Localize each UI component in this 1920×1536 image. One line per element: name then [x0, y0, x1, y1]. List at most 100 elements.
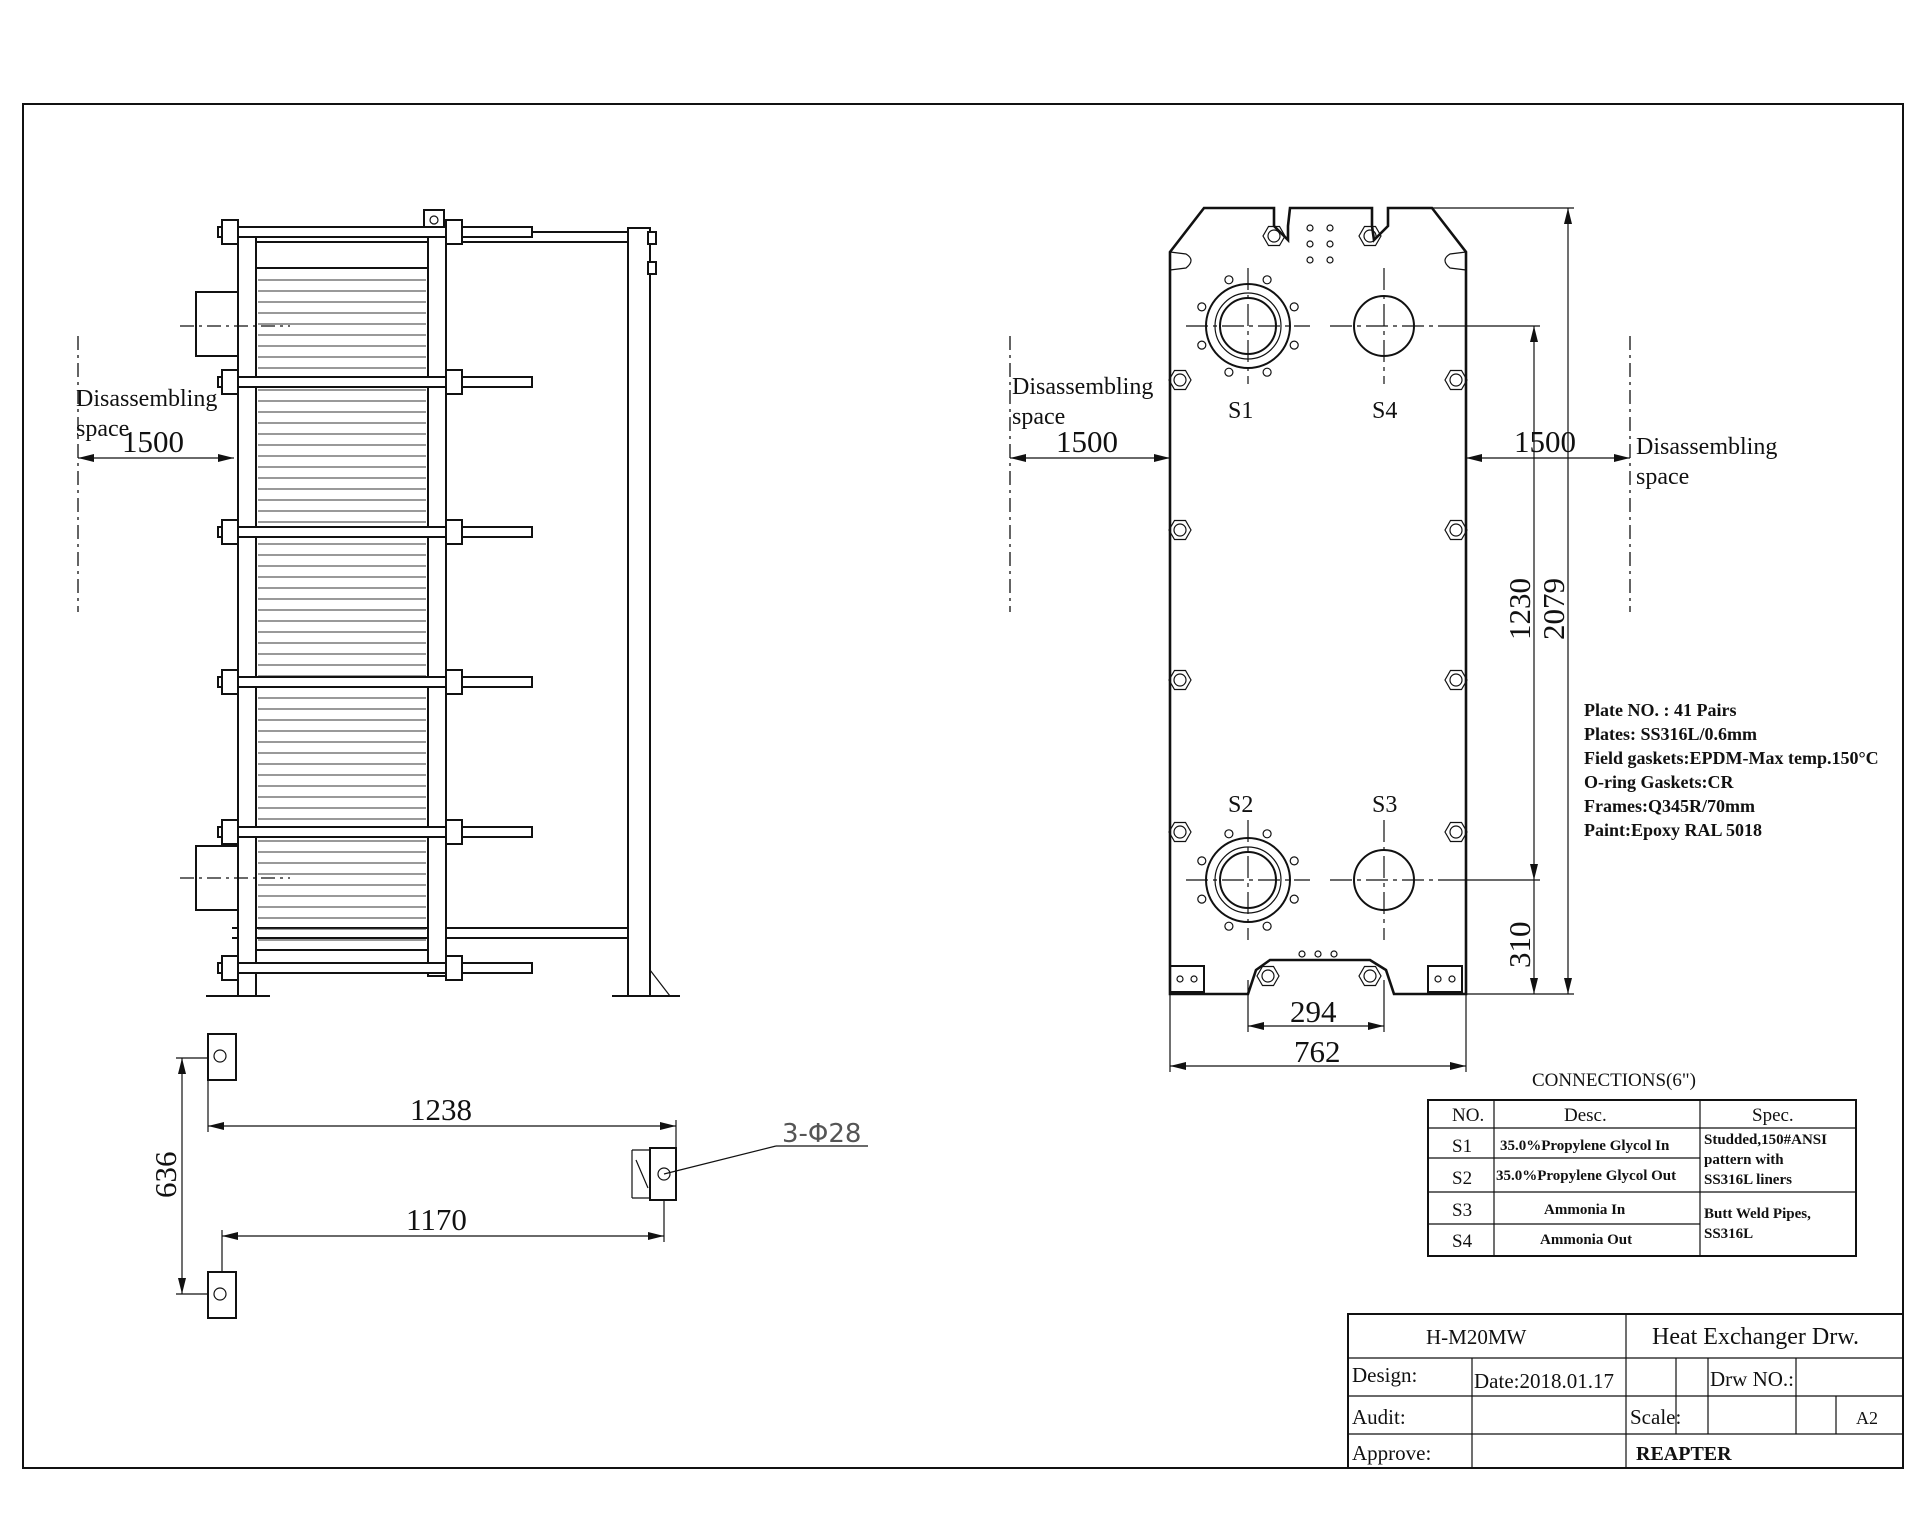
bolt-nut — [221, 219, 239, 245]
tie-bolt — [217, 526, 533, 538]
frame-bolt-hole — [1173, 373, 1187, 387]
port-label-s2: S2 — [1228, 792, 1253, 818]
tb-drw-no-label: Drw NO.: — [1710, 1367, 1794, 1391]
front-left-disassembling-dim: 1500 — [1056, 424, 1118, 459]
frame-bolt — [1444, 821, 1468, 843]
tie-bolt — [217, 962, 533, 974]
table-row-no: S4 — [1452, 1231, 1473, 1252]
spec-notes: Plate NO. : 41 Pairs Plates: SS316L/0.6m… — [1584, 700, 1879, 840]
dim-762: 762 — [1294, 1034, 1341, 1069]
frame-bolt — [1168, 669, 1192, 691]
bolt-nut — [221, 369, 239, 395]
stud-hole — [1197, 302, 1207, 312]
stud-hole — [1197, 340, 1207, 350]
bolt-nut — [221, 669, 239, 695]
table-row-desc: 35.0%Propylene Glycol In — [1500, 1138, 1670, 1154]
bolt-nut — [445, 669, 463, 695]
table-row-desc: 35.0%Propylene Glycol Out — [1496, 1168, 1676, 1184]
dim-2079: 2079 — [1536, 578, 1571, 640]
tb-scale-label: Scale: — [1630, 1405, 1681, 1429]
bolt-nut — [445, 369, 463, 395]
side-disassembling-label-1: Disassembling — [76, 386, 217, 412]
tie-bolt — [217, 676, 533, 688]
frame-bolt-hole — [1173, 523, 1187, 537]
tie-bolt — [217, 376, 533, 388]
table-row-desc: Ammonia Out — [1540, 1232, 1632, 1248]
frame-bolt — [1444, 369, 1468, 391]
stud-hole — [1262, 829, 1272, 839]
dim-294: 294 — [1290, 994, 1337, 1029]
stud-hole — [1197, 856, 1207, 866]
foot-dim-1238: 1238 — [410, 1092, 472, 1127]
side-disassembling-label-2: space — [76, 416, 129, 442]
stud-hole — [1262, 921, 1272, 931]
tie-bolt — [217, 826, 533, 838]
frame-bolt-hole — [1267, 229, 1281, 243]
frame-bolt-hole — [1363, 229, 1377, 243]
frame-bolt-hole — [1449, 825, 1463, 839]
frame-bolt — [1444, 519, 1468, 541]
side-view: Disassembling space 1500 — [76, 209, 680, 997]
spec-line: Plate NO. : 41 Pairs — [1584, 700, 1736, 720]
table-spec-cell: SS316L — [1704, 1226, 1753, 1242]
frame-bolt-hole — [1449, 673, 1463, 687]
stud-hole — [1289, 302, 1299, 312]
spec-line: Frames:Q345R/70mm — [1584, 796, 1755, 816]
front-left-disassembling-label-2: space — [1012, 404, 1065, 430]
stud-hole — [1262, 367, 1272, 377]
bolt-nut — [221, 955, 239, 981]
stud-hole — [1289, 894, 1299, 904]
tb-approve-label: Approve: — [1352, 1441, 1431, 1465]
frame-bolt-hole — [1363, 969, 1377, 983]
port-label-s1: S1 — [1228, 398, 1253, 424]
stud-hole — [1289, 340, 1299, 350]
tie-bolt — [217, 226, 533, 238]
frame-bolt — [1168, 821, 1192, 843]
hole-callout: 3-Φ28 — [782, 1119, 861, 1149]
bolt-nut — [445, 219, 463, 245]
bolt-nut — [221, 519, 239, 545]
tb-size: A2 — [1856, 1408, 1878, 1428]
spec-line: Paint:Epoxy RAL 5018 — [1584, 820, 1762, 840]
tb-title: Heat Exchanger Drw. — [1652, 1324, 1859, 1350]
spec-line: Field gaskets:EPDM-Max temp.150°C — [1584, 748, 1879, 768]
port-label-s3: S3 — [1372, 792, 1397, 818]
table-header-desc: Desc. — [1564, 1105, 1607, 1126]
bolt-nut — [445, 519, 463, 545]
stud-hole — [1224, 829, 1234, 839]
stud-hole — [1224, 367, 1234, 377]
frame-bolt — [1444, 669, 1468, 691]
connections-title: CONNECTIONS(6") — [1532, 1070, 1696, 1091]
frame-bolt-hole — [1449, 373, 1463, 387]
port-label-s4: S4 — [1372, 398, 1397, 424]
frame-bolt — [1358, 965, 1382, 987]
tb-date: Date:2018.01.17 — [1474, 1369, 1614, 1393]
frame-bolt — [1256, 965, 1280, 987]
frame-bolt-hole — [1173, 673, 1187, 687]
front-left-disassembling-label-1: Disassembling — [1012, 374, 1153, 400]
stud-hole — [1262, 275, 1272, 285]
foot-dim-636: 636 — [148, 1152, 183, 1199]
table-spec-cell: SS316L liners — [1704, 1172, 1792, 1188]
spec-line: O-ring Gaskets:CR — [1584, 772, 1734, 792]
spec-line: Plates: SS316L/0.6mm — [1584, 724, 1757, 744]
connections-table: CONNECTIONS(6") NO. Desc. Spec. S1 35.0%… — [1427, 1070, 1857, 1257]
table-spec-cell: Butt Weld Pipes, — [1704, 1206, 1811, 1222]
stud-hole — [1224, 921, 1234, 931]
tb-company: REAPTER — [1636, 1443, 1732, 1465]
table-header-spec: Spec. — [1752, 1105, 1794, 1126]
front-right-disassembling-dim: 1500 — [1514, 424, 1576, 459]
frame-bolt-hole — [1449, 523, 1463, 537]
tb-design-label: Design: — [1352, 1363, 1417, 1387]
dim-310: 310 — [1502, 922, 1537, 969]
frame-bolt — [1168, 519, 1192, 541]
title-block: H-M20MW Heat Exchanger Drw. Design: Date… — [1347, 1313, 1904, 1469]
frame-bolt — [1358, 225, 1382, 247]
stud-hole — [1289, 856, 1299, 866]
table-row-desc: Ammonia In — [1544, 1202, 1626, 1218]
bolt-nut — [445, 955, 463, 981]
table-row-no: S1 — [1452, 1136, 1472, 1157]
table-row-no: S3 — [1452, 1200, 1472, 1221]
foot-dim-1170: 1170 — [406, 1202, 467, 1237]
